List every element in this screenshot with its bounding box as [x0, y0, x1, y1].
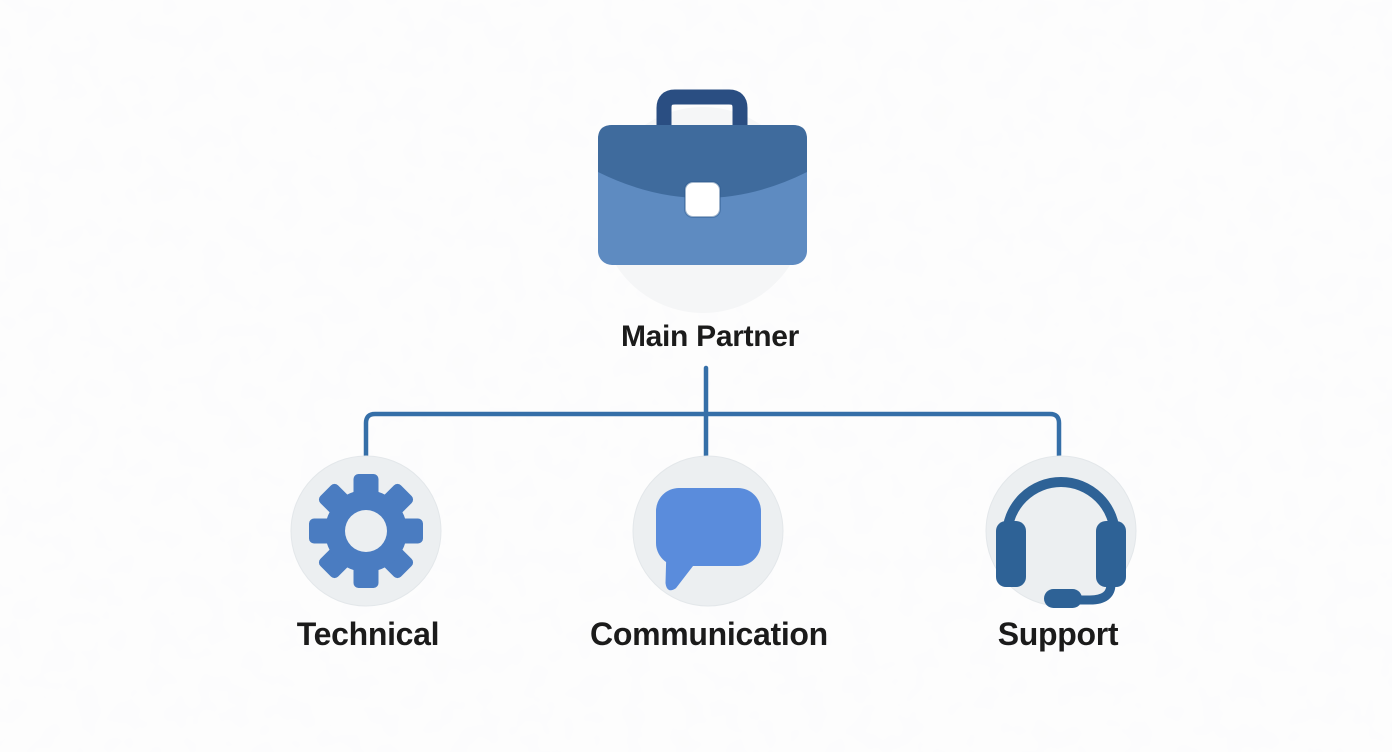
briefcase-clasp: [684, 181, 721, 218]
connector-lines: [363, 365, 1062, 459]
support-node-label: Support: [997, 616, 1119, 652]
root-node: [598, 89, 807, 313]
communication-node-label: Communication: [590, 616, 828, 652]
root-node-label: Main Partner: [620, 320, 800, 353]
gear-icon: [309, 474, 423, 588]
technical-node-label: Technical: [296, 616, 440, 652]
briefcase-flap: [598, 125, 807, 198]
bubble-tail: [665, 546, 707, 591]
headset-band: [1002, 477, 1120, 551]
briefcase-handle: [656, 89, 748, 134]
gear-hole: [345, 510, 387, 552]
headset-mic: [1044, 589, 1082, 608]
headset-boom: [1067, 579, 1116, 605]
briefcase-icon: [598, 89, 807, 265]
headset-right-cup: [1096, 521, 1126, 587]
headset-left-cup: [996, 521, 1026, 587]
speech-bubble-icon: [656, 488, 761, 591]
headset-icon: [996, 477, 1126, 608]
